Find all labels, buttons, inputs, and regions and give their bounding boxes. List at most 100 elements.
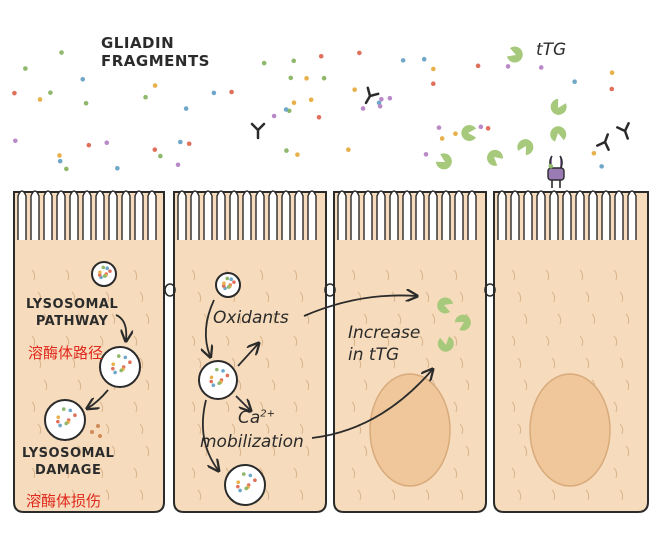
microvillus bbox=[82, 190, 92, 240]
cytoplasm-texture bbox=[363, 313, 368, 325]
cytoplasm-texture bbox=[145, 313, 150, 325]
vesicle-particle bbox=[222, 281, 226, 286]
gliadin-fragment bbox=[357, 50, 362, 56]
gliadin-fragment bbox=[609, 70, 615, 75]
gliadin-fragment bbox=[304, 76, 309, 81]
gliadin-fragment bbox=[599, 164, 604, 169]
damaged-lysosome bbox=[44, 399, 86, 441]
cytoplasm-texture bbox=[105, 291, 110, 303]
cytoplasm-texture bbox=[265, 357, 270, 369]
vesicle-particle bbox=[56, 419, 60, 424]
cytoplasm-texture bbox=[225, 401, 230, 413]
lysosomal-damage-label: LYSOSOMAL DAMAGE bbox=[22, 446, 115, 478]
cytoplasm-texture bbox=[271, 445, 276, 457]
cytoplasm-texture bbox=[351, 401, 356, 413]
microvillus bbox=[229, 190, 239, 240]
vesicle-particle bbox=[111, 366, 115, 371]
cytoplasm-texture bbox=[299, 489, 304, 501]
microvillus bbox=[121, 190, 131, 240]
cytoplasm-texture bbox=[523, 445, 528, 457]
cytoplasm-texture bbox=[517, 291, 522, 303]
vesicle-particle bbox=[236, 484, 240, 489]
microvillus bbox=[147, 190, 157, 240]
ttg-shape bbox=[437, 336, 454, 352]
cytoplasm-texture bbox=[293, 335, 298, 347]
gliadin-fragment bbox=[318, 53, 324, 59]
cell-nucleus bbox=[369, 373, 451, 487]
vesicle-particle bbox=[113, 370, 117, 375]
ttg-shape bbox=[437, 297, 454, 314]
vesicle-particle bbox=[102, 274, 107, 278]
ttg-enzyme bbox=[517, 139, 534, 156]
cytoplasm-texture bbox=[271, 313, 276, 325]
cytoplasm-texture bbox=[391, 489, 396, 501]
ttg-enzyme bbox=[437, 297, 454, 314]
cytoplasm-texture bbox=[431, 313, 436, 325]
gliadin-fragment bbox=[431, 66, 436, 72]
cytoplasm-texture bbox=[351, 467, 356, 479]
cytoplasm-texture bbox=[105, 423, 110, 435]
ttg-shape bbox=[550, 126, 567, 142]
microvillus bbox=[337, 190, 347, 240]
gliadin-fragment bbox=[48, 90, 53, 95]
ttg-shape bbox=[550, 98, 567, 115]
cytoplasm-texture bbox=[511, 335, 516, 347]
gliadin-fragment bbox=[295, 152, 300, 157]
vesicle-particle bbox=[229, 277, 233, 282]
vesicle-particle bbox=[61, 407, 66, 411]
microvillus bbox=[43, 190, 53, 240]
cytoplasm-texture bbox=[31, 467, 36, 479]
arrow-lysosome-to-damage bbox=[88, 389, 109, 408]
cytoplasm-texture bbox=[351, 335, 356, 347]
cytoplasm-texture bbox=[197, 357, 202, 369]
cytoplasm-texture bbox=[363, 445, 368, 457]
cytoplasm-texture bbox=[293, 467, 298, 479]
diagram-title: GLIADIN FRAGMENTS bbox=[101, 34, 210, 70]
ttg-shape bbox=[506, 46, 523, 63]
gliadin-fragment bbox=[485, 126, 491, 131]
microvillus bbox=[523, 190, 533, 240]
cytoplasm-texture bbox=[293, 269, 298, 281]
gliadin-fragment bbox=[360, 106, 366, 111]
cytoplasm-texture bbox=[453, 401, 458, 413]
gliadin-fragment bbox=[13, 138, 18, 144]
ttg-enzyme bbox=[437, 336, 454, 352]
cytoplasm-texture bbox=[43, 379, 48, 391]
membrane-receptor-body bbox=[547, 167, 565, 181]
cytoplasm-texture bbox=[545, 335, 550, 347]
cytoplasm-texture bbox=[191, 467, 196, 479]
cytoplasm-texture bbox=[237, 445, 242, 457]
gliadin-fragment bbox=[316, 114, 322, 120]
gliadin-fragment bbox=[478, 124, 484, 130]
gliadin-fragment bbox=[211, 90, 217, 96]
gliadin-fragment bbox=[284, 148, 289, 153]
gliadin-fragment bbox=[436, 125, 442, 130]
gliadin-fragment bbox=[283, 107, 289, 112]
antibody-icon bbox=[250, 122, 266, 140]
microvillus bbox=[454, 190, 464, 240]
cytoplasm-texture bbox=[111, 313, 116, 325]
microvillus bbox=[294, 190, 304, 240]
calcium-label: Ca2+ bbox=[238, 408, 275, 428]
cytoplasm-texture bbox=[191, 401, 196, 413]
vesicle-particle bbox=[221, 284, 226, 288]
arrow-calcium-to-ttg bbox=[311, 370, 432, 439]
cytoplasm-texture bbox=[551, 291, 556, 303]
gliadin-fragment bbox=[83, 101, 89, 106]
cytoplasm-texture bbox=[197, 291, 202, 303]
vesicle-particle bbox=[119, 368, 124, 373]
microvillus bbox=[614, 190, 624, 240]
cytoplasm-texture bbox=[259, 269, 264, 281]
gliadin-fragment bbox=[430, 81, 436, 86]
ttg-enzyme bbox=[487, 149, 503, 166]
microvillus bbox=[402, 190, 412, 240]
gliadin-fragment bbox=[346, 147, 351, 152]
microvillus bbox=[588, 190, 598, 240]
cytoplasm-texture bbox=[77, 313, 82, 325]
gliadin-fragment bbox=[104, 140, 110, 146]
cytoplasm-texture bbox=[385, 269, 390, 281]
vesicle-particle bbox=[68, 408, 73, 413]
cytoplasm-texture bbox=[111, 445, 116, 457]
cytoplasm-texture bbox=[619, 423, 624, 435]
gliadin-fragment bbox=[80, 76, 86, 82]
